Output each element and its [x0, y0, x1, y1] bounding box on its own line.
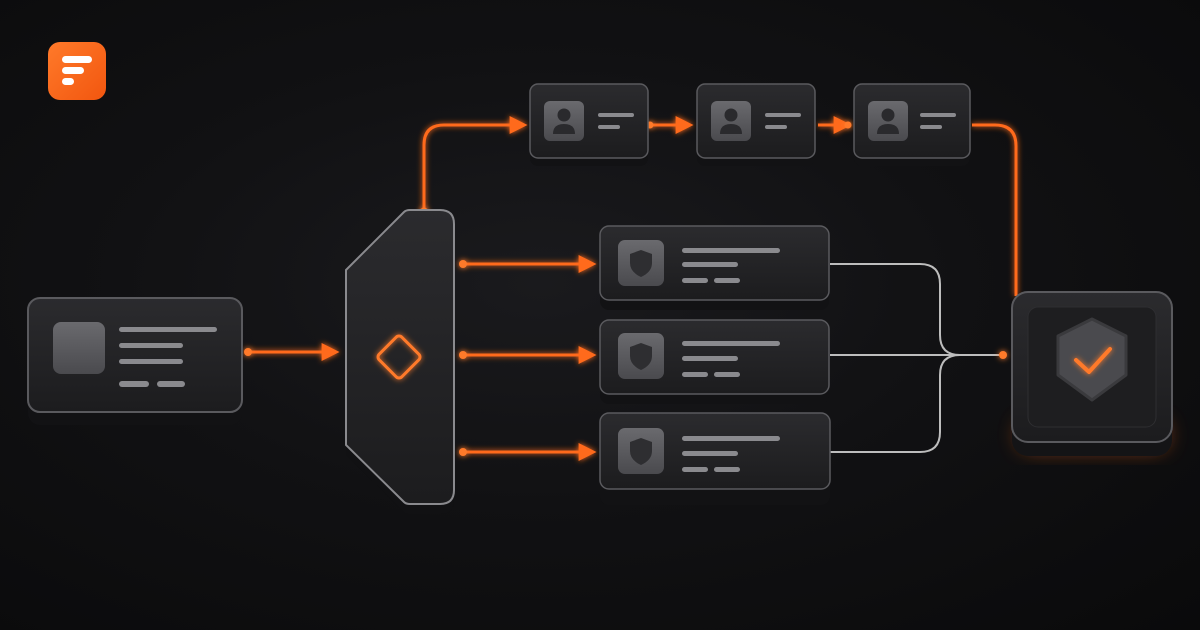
connector-approver3-to-result: [972, 123, 1018, 296]
user-icon: [720, 108, 742, 134]
active-connectors: [248, 116, 1018, 461]
connector-check1-to-result: [830, 263, 1003, 356]
approver-node-3[interactable]: [853, 83, 971, 166]
diamond-icon: [376, 334, 422, 380]
shield-check-icon: [1056, 317, 1128, 402]
connector-check3-to-result: [830, 354, 961, 453]
shield-icon: [630, 343, 652, 370]
inactive-connectors: [830, 263, 1003, 453]
stacked-bars-logo-icon: [62, 56, 92, 85]
check-node-2[interactable]: [599, 319, 830, 404]
check-node-3[interactable]: [599, 412, 831, 505]
approver-node-1[interactable]: [529, 83, 649, 166]
source-node[interactable]: [27, 297, 243, 425]
connector-gateway-to-approver1: [422, 116, 528, 212]
shield-icon: [630, 250, 652, 277]
result-node[interactable]: [1011, 291, 1173, 456]
check-node-1[interactable]: [599, 225, 830, 310]
user-icon: [877, 108, 899, 134]
shield-icon: [630, 438, 652, 465]
user-icon: [553, 108, 575, 134]
brand-logo[interactable]: [48, 42, 106, 100]
approver-node-2[interactable]: [696, 83, 816, 166]
gateway-node[interactable]: [345, 209, 455, 514]
image-placeholder-icon: [53, 322, 105, 374]
source-node-text-lines: [119, 327, 217, 387]
